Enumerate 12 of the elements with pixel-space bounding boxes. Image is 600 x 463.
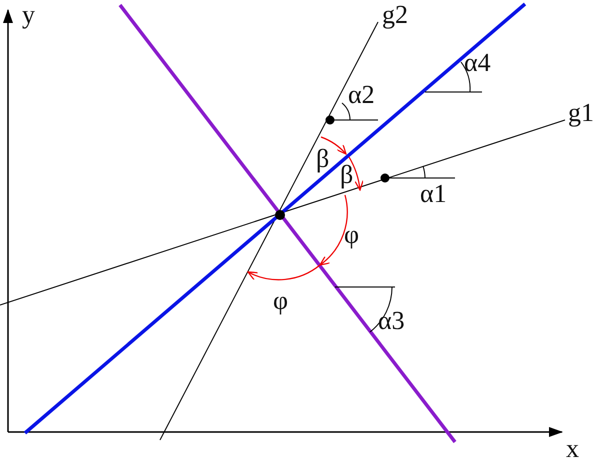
angle-label: α3 [378, 308, 405, 334]
angle-label: α1 [420, 181, 447, 207]
axis-label: x [566, 436, 579, 462]
angle-label: β [340, 162, 354, 188]
angle-label: φ [273, 288, 288, 314]
axis-label: y [22, 2, 35, 28]
angle-label: α4 [464, 50, 491, 76]
line-label: g2 [382, 2, 408, 28]
angle-label: β [316, 146, 330, 172]
angle-label: α2 [348, 82, 375, 108]
angle-label: φ [344, 222, 360, 248]
line-label: g1 [568, 100, 594, 126]
